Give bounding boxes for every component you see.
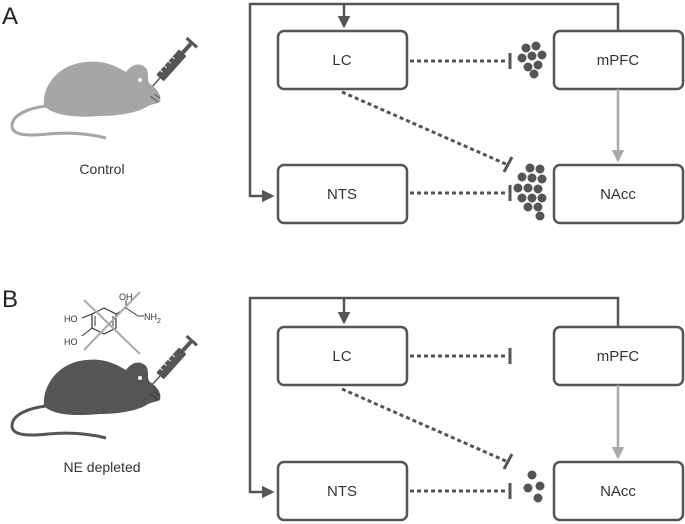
node-box-nts — [276, 163, 409, 225]
node-box-nts — [276, 460, 409, 522]
panel-b: B HO HO OH NH2 — [2, 286, 685, 522]
node-label-lc: LC — [332, 52, 351, 69]
syringe-icon — [150, 334, 198, 387]
node-box-nacc — [552, 460, 685, 522]
chem-oh: OH — [119, 292, 133, 302]
node-label-nacc: NAcc — [600, 483, 636, 500]
node-label-mpfc: mPFC — [597, 348, 640, 365]
node-label-nts: NTS — [327, 483, 357, 500]
ne-dots-nacc — [523, 470, 545, 503]
chem-ho-bottom: HO — [64, 337, 78, 347]
panel-caption-a: Control — [79, 161, 124, 177]
feedback-arrow-to-nts — [248, 2, 620, 203]
mouse-icon — [10, 61, 161, 140]
panel-label-a: A — [2, 3, 18, 30]
node-box-lc — [276, 29, 409, 91]
inhibit-bar — [502, 156, 514, 173]
molecule-icon: HO HO OH NH2 — [64, 291, 161, 355]
node-label-nacc: NAcc — [600, 186, 636, 203]
inhibit-lc-to-nacc — [341, 90, 509, 167]
ne-dots-mpfc — [517, 41, 547, 79]
node-label-nts: NTS — [327, 186, 357, 203]
syringe-icon — [150, 36, 198, 89]
node-label-mpfc: mPFC — [597, 52, 640, 69]
chem-ho-top: HO — [64, 314, 78, 324]
chem-nh2: NH2 — [144, 312, 161, 325]
panel-a: A Control LC mPFC NTS — [2, 2, 685, 225]
panel-caption-b: NE depleted — [63, 459, 140, 475]
node-label-lc: LC — [332, 348, 351, 365]
panel-label-b: B — [2, 286, 18, 313]
inhibit-lc-to-nacc — [341, 387, 509, 464]
node-box-nacc — [552, 163, 685, 225]
mouse-icon — [10, 359, 161, 440]
feedback-arrow-to-nts — [248, 296, 620, 499]
node-box-lc — [276, 325, 409, 387]
ne-dots-nacc — [513, 163, 547, 221]
inhibit-bar — [502, 453, 514, 470]
